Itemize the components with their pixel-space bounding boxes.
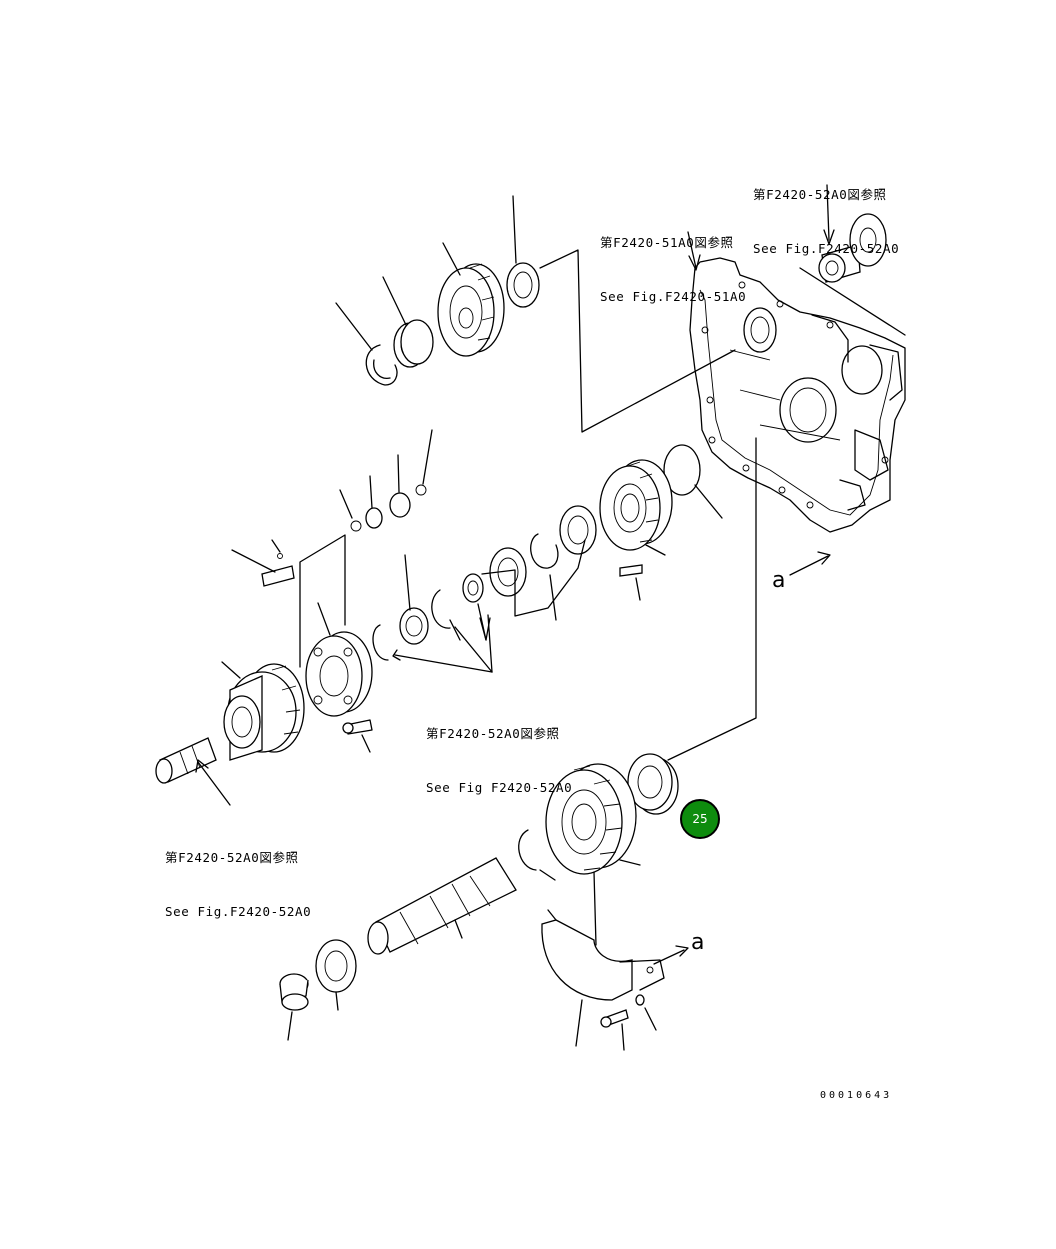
reference-label-middle: 第F2420-52A0図参照 See Fig F2420-52A0	[426, 689, 572, 815]
reference-en: See Fig.F2420-51A0	[600, 289, 747, 304]
reference-label-case: 第F2420-51A0図参照 See Fig.F2420-51A0	[600, 198, 746, 324]
upper-gear-group	[335, 195, 736, 433]
drawing-code: 00010643	[820, 1090, 893, 1101]
reference-jp: 第F2420-52A0図参照	[165, 850, 299, 865]
reference-jp: 第F2420-51A0図参照	[600, 235, 734, 250]
reference-jp: 第F2420-52A0図参照	[426, 726, 560, 741]
reference-jp: 第F2420-52A0図参照	[753, 187, 887, 202]
part-callout-25[interactable]: 25	[680, 799, 720, 839]
reference-en: See Fig F2420-52A0	[426, 780, 573, 795]
reference-en: See Fig.F2420-52A0	[753, 241, 900, 256]
carrier-group	[155, 602, 373, 806]
transmission-case	[689, 257, 906, 533]
reference-label-top-right: 第F2420-52A0図参照 See Fig.F2420-52A0	[753, 150, 899, 276]
reference-label-left: 第F2420-52A0図参照 See Fig.F2420-52A0	[165, 813, 311, 939]
reference-en: See Fig.F2420-52A0	[165, 904, 312, 919]
view-marker-a: a	[772, 568, 786, 593]
lower-gear-group	[279, 753, 689, 1051]
view-marker-a: a	[691, 930, 705, 955]
small-parts-group	[231, 429, 433, 668]
flange-part	[799, 184, 906, 336]
middle-gear-group	[372, 444, 723, 661]
